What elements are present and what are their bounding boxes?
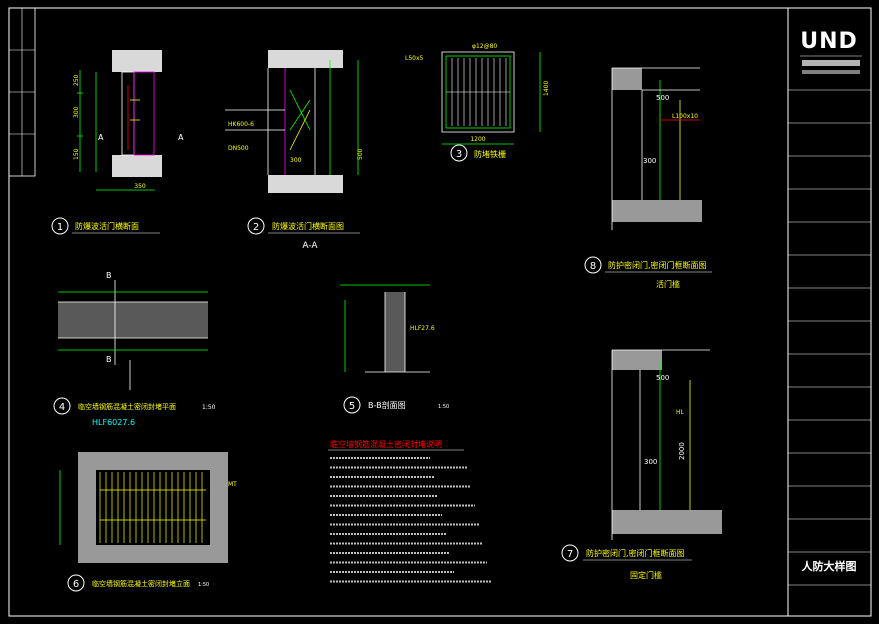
detail-1-title: 防爆波活门横断面	[75, 221, 139, 231]
detail-2-code2: DN500	[228, 145, 249, 152]
detail-8-drawing	[611, 67, 702, 230]
svg-text:2: 2	[253, 222, 259, 233]
binding-strip-cells	[9, 8, 35, 176]
detail-5-title: B-B剖面图	[368, 400, 406, 410]
detail-7-dim-b: 300	[644, 458, 657, 466]
detail-1-dim-w: 350	[134, 183, 146, 190]
detail-4-section-mark-bottom: B	[106, 355, 112, 364]
detail-4-callout: 4 临空墙钢筋混凝土密闭封堵平面 1:50 HLF6027.6	[53, 397, 216, 427]
detail-6-drawing	[59, 452, 228, 563]
detail-3-dim-h: 1400	[543, 81, 550, 96]
detail-3-title: 防堵铁栅	[474, 149, 506, 159]
detail-8-subtitle: 活门槛	[656, 279, 680, 289]
notes-title: 临空墙钢筋混凝土密闭封堵说明	[330, 439, 442, 449]
detail-2-dim-b: 500	[357, 148, 364, 160]
detail-5-callout: 5 B-B剖面图 1:50	[343, 396, 449, 414]
detail-7-drawing	[611, 349, 722, 540]
detail-8-title: 防护密闭门,密闭门框断面图	[608, 260, 707, 270]
detail-1-callout: 1 防爆波活门横断面	[51, 217, 160, 235]
drawing-title: 人防大样图	[802, 559, 857, 573]
detail-2-title: 防爆波活门横断面图	[272, 221, 344, 231]
svg-text:1: 1	[57, 222, 63, 233]
detail-8-dim-a: 500	[656, 94, 669, 102]
detail-7-callout: 7 防护密闭门,密闭门框断面图 固定门槛	[561, 544, 692, 580]
detail-4-subtitle: HLF6027.6	[92, 418, 135, 427]
detail-6-scale: 1:50	[198, 582, 209, 588]
detail-7-code: HL	[676, 409, 685, 416]
detail-3-callout: 3 防堵铁栅	[450, 144, 506, 162]
detail-7-dim-c: 2000	[678, 442, 686, 460]
svg-text:7: 7	[567, 549, 573, 560]
detail-1-dim-h3: 150	[73, 148, 80, 160]
detail-4-drawing	[58, 280, 208, 390]
detail-6-code: MT	[228, 481, 237, 488]
detail-3-code1: L50x5	[405, 55, 424, 62]
detail-2-drawing	[225, 50, 359, 193]
detail-4-scale: 1:50	[202, 404, 216, 411]
detail-3-code2: φ12@80	[472, 43, 497, 50]
detail-2-dim-a: 300	[290, 157, 302, 164]
detail-4-section-mark-top: B	[106, 271, 112, 280]
detail-5-drawing	[340, 284, 430, 373]
detail-8-callout: 8 防护密闭门,密闭门框断面图 活门槛	[584, 256, 712, 289]
title-block: UND 人防大样图	[787, 7, 872, 617]
svg-text:8: 8	[590, 261, 596, 272]
svg-text:3: 3	[456, 149, 462, 160]
detail-6-callout: 6 临空墙钢筋混凝土密闭封堵立面 1:50	[67, 574, 209, 592]
detail-5-scale: 1:50	[438, 404, 449, 410]
svg-text:6: 6	[73, 579, 79, 590]
notes-block: 临空墙钢筋混凝土密闭封堵说明	[328, 439, 491, 583]
detail-1-dim-h1: 250	[73, 74, 80, 86]
detail-3-drawing	[441, 51, 541, 145]
detail-6-title: 临空墙钢筋混凝土密闭封堵立面	[92, 579, 190, 588]
detail-7-title: 防护密闭门,密闭门框断面图	[586, 548, 685, 558]
detail-1-section-mark-right: A	[178, 133, 184, 142]
detail-8-dim-b: 300	[643, 157, 656, 165]
svg-text:4: 4	[59, 402, 65, 413]
detail-2-callout: 2 防爆波活门横断面图 A-A	[247, 217, 360, 251]
detail-7-dim-a: 500	[656, 374, 669, 382]
detail-1-section-mark-left: A	[98, 133, 104, 142]
logo: UND	[800, 29, 858, 54]
detail-4-title: 临空墙钢筋混凝土密闭封堵平面	[78, 402, 176, 411]
detail-2-code1: HK600-6	[228, 121, 254, 128]
detail-7-subtitle: 固定门槛	[630, 570, 662, 580]
detail-5-code: HLF27.6	[410, 325, 435, 332]
detail-1-dim-h2: 300	[73, 106, 80, 118]
detail-3-dim-w: 1200	[470, 136, 485, 143]
detail-8-code: L100x10	[672, 113, 698, 120]
svg-text:5: 5	[349, 401, 355, 412]
detail-1-drawing	[77, 50, 162, 191]
detail-2-subtitle: A-A	[302, 241, 318, 251]
